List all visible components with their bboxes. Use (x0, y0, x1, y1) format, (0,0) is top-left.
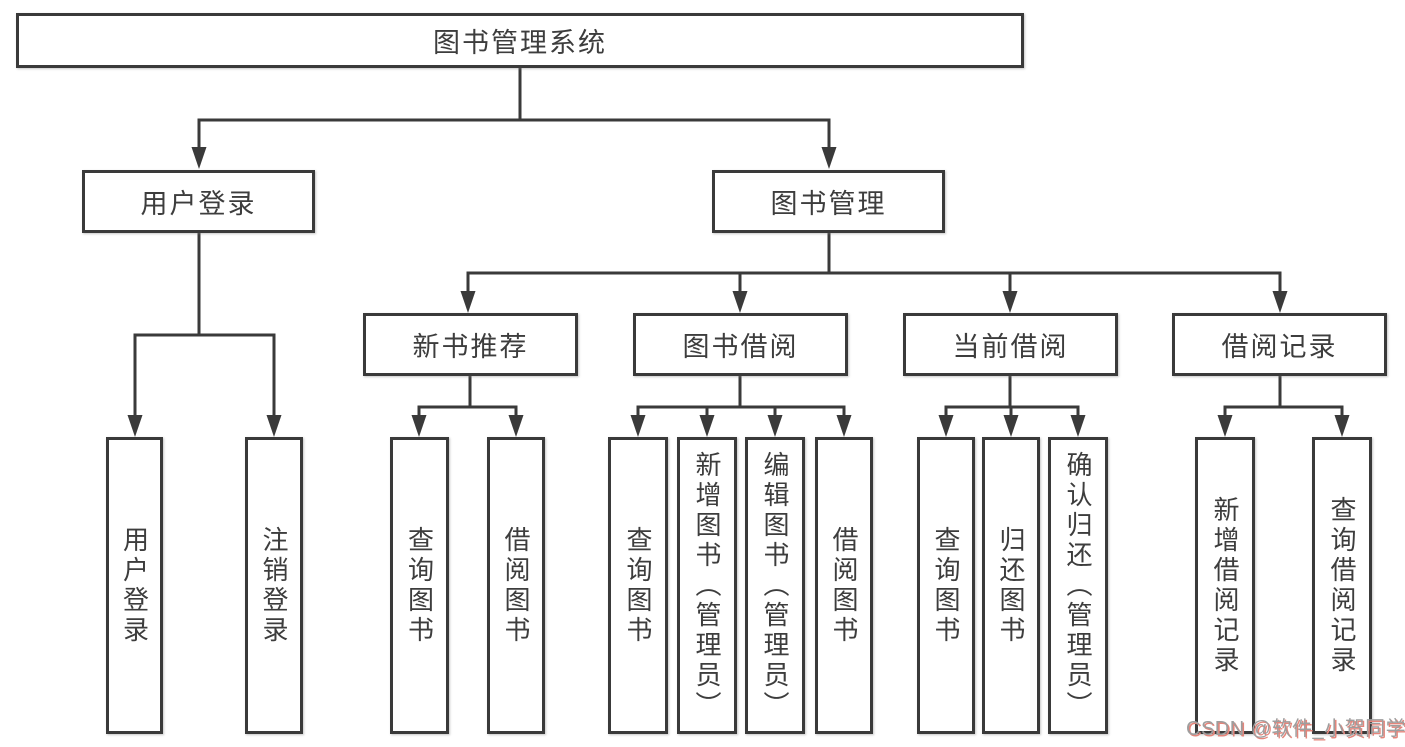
leaf-return-books: 归还图书 (982, 437, 1040, 734)
node-new-book-recommend: 新书推荐 (363, 313, 578, 376)
leaf-edit-book-admin-label: 编辑图书（管理员） (760, 450, 790, 721)
node-book-borrow: 图书借阅 (633, 313, 848, 376)
leaf-query-books-recommend: 查询图书 (390, 437, 449, 734)
connector-book-management-to-level3 (460, 233, 1288, 313)
leaf-return-books-label: 归还图书 (996, 525, 1026, 646)
node-book-management: 图书管理 (712, 170, 945, 233)
leaf-confirm-return-admin: 确认归还（管理员） (1048, 437, 1108, 734)
csdn-watermark: CSDN @软件_小贺同学 (1186, 718, 1405, 740)
leaf-query-borrow-record: 查询借阅记录 (1312, 437, 1372, 734)
leaf-logout: 注销登录 (245, 437, 303, 734)
leaf-borrow-books-recommend: 借阅图书 (487, 437, 545, 734)
node-root-system: 图书管理系统 (16, 13, 1024, 68)
node-user-login-label: 用户登录 (140, 189, 257, 219)
leaf-user-login-label: 用户登录 (119, 525, 150, 646)
leaf-borrow-books: 借阅图书 (815, 437, 873, 734)
node-root-label: 图书管理系统 (433, 28, 607, 58)
connector-new-book-recommend-children (411, 376, 524, 437)
connector-user-login-children (127, 233, 282, 437)
connector-root-to-level2 (191, 68, 837, 169)
leaf-query-books-recommend-label: 查询图书 (404, 525, 435, 646)
node-new-book-recommend-label: 新书推荐 (412, 332, 529, 362)
leaf-query-books-borrow-label: 查询图书 (623, 525, 653, 646)
leaf-add-book-admin-label: 新增图书（管理员） (692, 450, 722, 721)
node-user-login: 用户登录 (82, 170, 315, 233)
leaf-edit-book-admin: 编辑图书（管理员） (745, 437, 805, 734)
leaf-query-borrow-record-label: 查询借阅记录 (1327, 495, 1357, 676)
node-borrow-record: 借阅记录 (1172, 313, 1387, 376)
leaf-add-book-admin: 新增图书（管理员） (677, 437, 737, 734)
node-current-borrow: 当前借阅 (903, 313, 1118, 376)
leaf-borrow-books-label: 借阅图书 (829, 525, 859, 646)
leaf-query-books-current-label: 查询图书 (931, 525, 961, 646)
leaf-confirm-return-admin-label: 确认归还（管理员） (1063, 450, 1093, 721)
leaf-query-books-borrow: 查询图书 (608, 437, 668, 734)
node-book-management-label: 图书管理 (770, 189, 887, 219)
node-current-borrow-label: 当前借阅 (952, 332, 1069, 362)
leaf-query-books-current: 查询图书 (917, 437, 975, 734)
leaf-borrow-books-recommend-label: 借阅图书 (501, 525, 531, 646)
connector-current-borrow-children (938, 376, 1086, 437)
node-book-borrow-label: 图书借阅 (682, 332, 799, 362)
node-borrow-record-label: 借阅记录 (1221, 332, 1338, 362)
leaf-add-borrow-record: 新增借阅记录 (1195, 437, 1255, 734)
connector-book-borrow-children (630, 376, 852, 437)
leaf-logout-label: 注销登录 (259, 525, 289, 646)
leaf-add-borrow-record-label: 新增借阅记录 (1210, 495, 1240, 676)
leaf-user-login: 用户登录 (106, 437, 163, 734)
connector-borrow-record-children (1217, 376, 1350, 437)
